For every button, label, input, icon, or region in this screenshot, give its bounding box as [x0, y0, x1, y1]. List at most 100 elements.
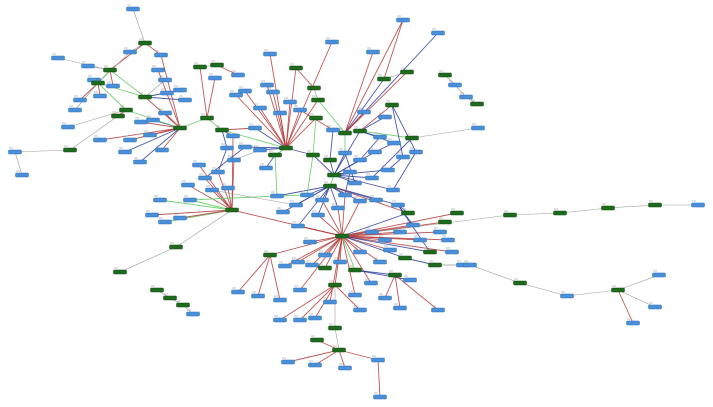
protein-node[interactable]: [289, 200, 303, 208]
protein-node[interactable]: [208, 73, 222, 81]
protein-node[interactable]: [343, 167, 357, 175]
compound-node[interactable]: [225, 205, 239, 213]
protein-node[interactable]: [260, 80, 274, 88]
compound-node[interactable]: [311, 95, 325, 103]
protein-node[interactable]: [146, 115, 160, 123]
compound-node[interactable]: [169, 242, 183, 250]
protein-node[interactable]: [158, 217, 172, 225]
compound-node[interactable]: [428, 260, 442, 268]
protein-node[interactable]: [366, 47, 380, 55]
protein-node[interactable]: [315, 195, 329, 203]
protein-node[interactable]: [445, 247, 459, 255]
compound-node[interactable]: [327, 170, 341, 178]
protein-node[interactable]: [229, 90, 243, 98]
protein-node[interactable]: [118, 147, 132, 155]
compound-node[interactable]: [210, 60, 224, 68]
compound-node[interactable]: [306, 150, 320, 158]
protein-node[interactable]: [393, 303, 407, 311]
compound-node[interactable]: [268, 150, 282, 158]
protein-node[interactable]: [348, 290, 362, 298]
protein-node[interactable]: [293, 315, 307, 323]
protein-node[interactable]: [183, 195, 197, 203]
protein-node[interactable]: [143, 130, 157, 138]
protein-node[interactable]: [396, 15, 410, 23]
protein-node[interactable]: [391, 200, 405, 208]
protein-node[interactable]: [378, 293, 392, 301]
protein-node[interactable]: [231, 287, 245, 295]
protein-node[interactable]: [51, 53, 65, 61]
compound-node[interactable]: [348, 265, 362, 273]
compound-node[interactable]: [310, 335, 324, 343]
compound-node[interactable]: [553, 208, 567, 216]
protein-node[interactable]: [205, 185, 219, 193]
protein-node[interactable]: [381, 165, 395, 173]
protein-node[interactable]: [333, 257, 347, 265]
protein-node[interactable]: [198, 173, 212, 181]
protein-node[interactable]: [338, 190, 352, 198]
protein-node[interactable]: [291, 257, 305, 265]
protein-node[interactable]: [211, 167, 225, 175]
protein-node[interactable]: [186, 309, 200, 317]
protein-node[interactable]: [263, 49, 277, 57]
protein-node[interactable]: [281, 357, 295, 365]
protein-node[interactable]: [158, 75, 172, 83]
protein-node[interactable]: [378, 112, 392, 120]
protein-node[interactable]: [431, 305, 445, 313]
protein-node[interactable]: [173, 213, 187, 221]
compound-node[interactable]: [318, 263, 332, 271]
protein-node[interactable]: [154, 50, 168, 58]
compound-node[interactable]: [111, 111, 125, 119]
protein-node[interactable]: [293, 285, 307, 293]
protein-node[interactable]: [276, 207, 290, 215]
protein-node[interactable]: [160, 88, 174, 96]
protein-node[interactable]: [15, 170, 29, 178]
protein-node[interactable]: [406, 220, 420, 228]
protein-node[interactable]: [251, 291, 265, 299]
protein-node[interactable]: [365, 173, 379, 181]
protein-node[interactable]: [353, 196, 367, 204]
protein-node[interactable]: [448, 80, 462, 88]
protein-node[interactable]: [273, 315, 287, 323]
compound-node[interactable]: [328, 280, 342, 288]
compound-node[interactable]: [91, 78, 105, 86]
compound-node[interactable]: [388, 270, 402, 278]
protein-node[interactable]: [253, 145, 267, 153]
protein-node[interactable]: [365, 227, 379, 235]
protein-node[interactable]: [560, 291, 574, 299]
protein-node[interactable]: [378, 235, 392, 243]
compound-node[interactable]: [328, 323, 342, 331]
compound-node[interactable]: [385, 100, 399, 108]
protein-node[interactable]: [387, 138, 401, 146]
protein-node[interactable]: [338, 148, 352, 156]
compound-node[interactable]: [611, 285, 625, 293]
protein-node[interactable]: [93, 91, 107, 99]
protein-node[interactable]: [373, 392, 387, 400]
protein-node[interactable]: [270, 191, 284, 199]
protein-node[interactable]: [81, 61, 95, 69]
protein-node[interactable]: [353, 155, 367, 163]
compound-node[interactable]: [309, 113, 323, 121]
protein-node[interactable]: [278, 261, 292, 269]
compound-node[interactable]: [113, 267, 127, 275]
protein-node[interactable]: [441, 235, 455, 243]
protein-node[interactable]: [145, 210, 159, 218]
compound-node[interactable]: [438, 217, 452, 225]
protein-node[interactable]: [463, 260, 477, 268]
protein-node[interactable]: [248, 123, 262, 131]
protein-node[interactable]: [373, 132, 387, 140]
compound-node[interactable]: [332, 345, 346, 353]
protein-node[interactable]: [226, 131, 240, 139]
compound-node[interactable]: [405, 133, 419, 141]
protein-node[interactable]: [648, 302, 662, 310]
protein-node[interactable]: [331, 203, 345, 211]
protein-node[interactable]: [181, 180, 195, 188]
compound-node[interactable]: [138, 38, 152, 46]
protein-node[interactable]: [259, 163, 273, 171]
protein-node[interactable]: [192, 160, 206, 168]
protein-node[interactable]: [626, 318, 640, 326]
protein-node[interactable]: [393, 227, 407, 235]
protein-node[interactable]: [433, 227, 447, 235]
protein-node[interactable]: [311, 210, 325, 218]
protein-node[interactable]: [68, 105, 82, 113]
compound-node[interactable]: [119, 105, 133, 113]
